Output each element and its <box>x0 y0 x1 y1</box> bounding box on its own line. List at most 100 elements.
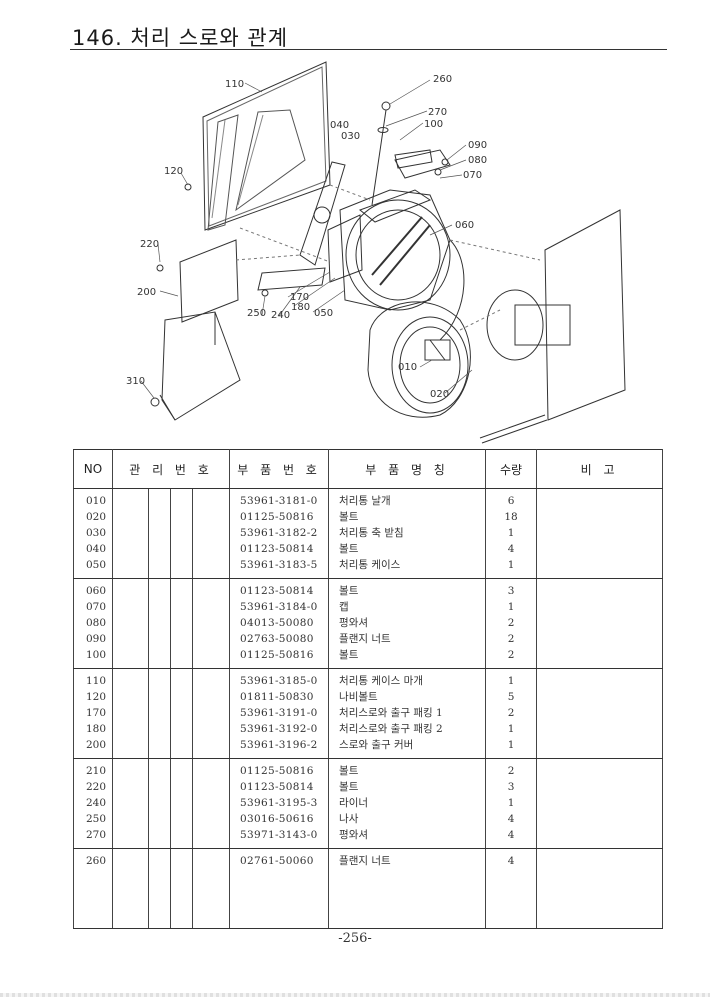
cell-part-no: 02761-50060 <box>240 855 314 867</box>
cell-part-no: 02763-50080 <box>240 633 314 645</box>
cell-qty: 4 <box>507 855 515 867</box>
cell-no: 060 <box>86 585 107 597</box>
cell-no: 070 <box>86 601 107 613</box>
table-row-group: 260 02761-50060 플랜지 너트 4 <box>73 848 664 929</box>
cell-qty: 1 <box>507 559 515 571</box>
cell-qty: 1 <box>507 527 515 539</box>
cell-part-name: 평와셔 <box>339 829 369 841</box>
cell-qty: 1 <box>507 739 515 751</box>
cell-part-no: 01123-50814 <box>240 585 314 597</box>
cell-qty: 2 <box>507 765 515 777</box>
col-header-part-no: 부 품 번 호 <box>229 449 330 489</box>
cell-part-no: 53961-3183-5 <box>240 559 318 571</box>
cell-no: 220 <box>86 781 107 793</box>
scan-edge-artifact <box>0 993 710 997</box>
cell-part-name: 볼트 <box>339 585 359 597</box>
cell-part-no: 53961-3185-0 <box>240 675 318 687</box>
callout-label: 310 <box>126 376 145 387</box>
cell-part-no: 01811-50830 <box>240 691 314 703</box>
cell-part-name: 라이너 <box>339 797 369 809</box>
col-header-qty: 수량 <box>485 449 538 489</box>
cell-part-no: 53971-3143-0 <box>240 829 318 841</box>
cell-part-no: 01125-50816 <box>240 511 314 523</box>
cell-qty: 4 <box>507 829 515 841</box>
cell-remark <box>536 578 664 669</box>
cell-no: 250 <box>86 813 107 825</box>
callout-label: 240 <box>271 310 290 321</box>
cell-part-name: 처리스로와 출구 패킹 2 <box>339 723 443 735</box>
cell-remark <box>536 848 664 929</box>
cell-no: 080 <box>86 617 107 629</box>
cell-part-no: 03016-50616 <box>240 813 314 825</box>
cell-qty: 5 <box>507 691 515 703</box>
callout-label: 050 <box>314 308 333 319</box>
cell-qty: 3 <box>507 781 515 793</box>
callout-label: 010 <box>398 362 417 373</box>
callout-label: 030 <box>341 131 360 142</box>
cell-part-no: 53961-3195-3 <box>240 797 318 809</box>
cell-qty: 2 <box>507 617 515 629</box>
cell-part-no: 01125-50816 <box>240 649 314 661</box>
cell-no: 090 <box>86 633 107 645</box>
cell-part-no: 53961-3191-0 <box>240 707 318 719</box>
callout-label: 110 <box>225 79 244 90</box>
cell-remark <box>536 758 664 849</box>
cell-part-name: 캡 <box>339 601 349 613</box>
table-header-row: NO 관 리 번 호 부 품 번 호 부 품 명 칭 수량 비 고 <box>73 449 664 489</box>
cell-part-name: 플랜지 너트 <box>339 633 391 645</box>
cell-part-name: 평와셔 <box>339 617 369 629</box>
callout-label: 170 <box>290 292 309 303</box>
title-rule <box>70 49 667 50</box>
cell-part-no: 04013-50080 <box>240 617 314 629</box>
cell-qty: 2 <box>507 707 515 719</box>
cell-qty: 1 <box>507 723 515 735</box>
cell-part-no: 01123-50814 <box>240 543 314 555</box>
cell-qty: 6 <box>507 495 515 507</box>
cell-part-name: 볼트 <box>339 649 359 661</box>
cell-part-name: 처리통 축 받침 <box>339 527 404 539</box>
cell-part-name: 플랜지 너트 <box>339 855 391 867</box>
cell-part-no: 01125-50816 <box>240 765 314 777</box>
cell-part-no: 53961-3196-2 <box>240 739 318 751</box>
callout-label: 040 <box>330 120 349 131</box>
cell-part-name: 나비볼트 <box>339 691 378 703</box>
case-body-shape <box>299 161 346 266</box>
cell-qty: 2 <box>507 649 515 661</box>
cell-no: 020 <box>86 511 107 523</box>
cell-qty: 3 <box>507 585 515 597</box>
cell-part-no: 01123-50814 <box>240 781 314 793</box>
cell-no: 050 <box>86 559 107 571</box>
cell-no: 110 <box>86 675 107 687</box>
cell-part-name: 처리통 케이스 마개 <box>339 675 424 687</box>
callout-label: 090 <box>468 140 487 151</box>
cell-no: 270 <box>86 829 107 841</box>
cell-no: 200 <box>86 739 107 751</box>
cell-remark <box>536 488 664 579</box>
cell-no: 210 <box>86 765 107 777</box>
cell-qty: 2 <box>507 633 515 645</box>
part-callouts: 110 260 270 100 040 030 090 080 070 120 … <box>126 74 487 400</box>
cell-qty: 1 <box>507 797 515 809</box>
callout-label: 020 <box>430 389 449 400</box>
cell-part-name: 볼트 <box>339 781 359 793</box>
callout-label: 080 <box>468 155 487 166</box>
page-title: 146. 처리 스로와 관계 <box>72 26 289 50</box>
cell-part-no: 53961-3184-0 <box>240 601 318 613</box>
cell-no: 040 <box>86 543 107 555</box>
cell-qty: 1 <box>507 601 515 613</box>
cell-part-name: 스로와 출구 커버 <box>339 739 414 751</box>
cell-qty: 4 <box>507 813 515 825</box>
cell-part-name: 볼트 <box>339 511 359 523</box>
callout-label: 100 <box>424 119 443 130</box>
callout-label: 250 <box>247 308 266 319</box>
cell-no: 260 <box>86 855 107 867</box>
callout-label: 180 <box>291 302 310 313</box>
callout-label: 200 <box>137 287 156 298</box>
exploded-parts-diagram: 110 260 270 100 040 030 090 080 070 120 … <box>126 61 626 444</box>
outlet-duct-shape <box>161 311 241 421</box>
cell-no: 240 <box>86 797 107 809</box>
callout-label: 270 <box>428 107 447 118</box>
cell-qty: 1 <box>507 675 515 687</box>
